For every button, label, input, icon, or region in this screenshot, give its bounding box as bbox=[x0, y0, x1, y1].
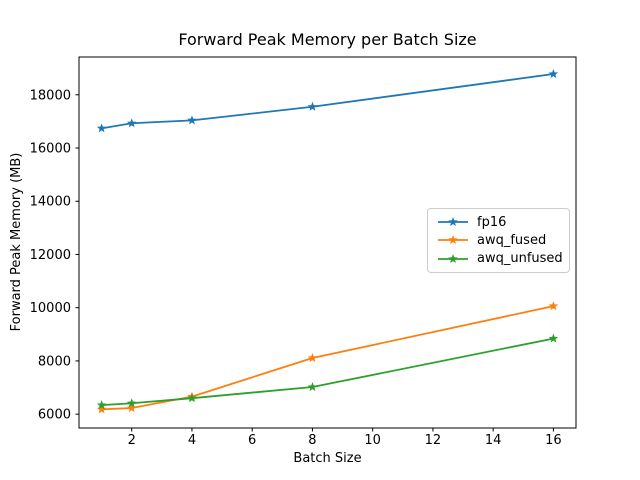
legend-entry-fp16: fp16 bbox=[436, 213, 561, 231]
series-marker-fp16 bbox=[548, 69, 559, 79]
x-tick-label: 14 bbox=[485, 433, 502, 448]
series-line-awq_fused bbox=[100, 305, 555, 411]
series-marker-fp16 bbox=[307, 101, 318, 111]
x-tick-label: 6 bbox=[248, 433, 256, 448]
y-tick-label: 10000 bbox=[30, 301, 71, 316]
series-line-awq_unfused bbox=[100, 337, 555, 407]
legend-marker-awq_unfused bbox=[448, 253, 458, 263]
y-tick-label: 6000 bbox=[38, 408, 71, 423]
legend-label-fp16: fp16 bbox=[477, 214, 507, 230]
legend-entry-awq-unfused: awq_unfused bbox=[436, 250, 563, 268]
series-marker-awq_fused bbox=[126, 403, 137, 413]
x-tick-label: 12 bbox=[425, 433, 442, 448]
series-marker-awq_unfused bbox=[126, 398, 137, 408]
series-marker-awq_fused bbox=[548, 301, 559, 311]
axes-frame bbox=[78, 56, 577, 429]
series-marker-fp16 bbox=[96, 123, 107, 133]
series-marker-awq_unfused bbox=[96, 400, 107, 410]
series-marker-awq_unfused bbox=[548, 333, 559, 343]
legend-marker-fp16 bbox=[448, 217, 458, 227]
x-axis-label: Batch Size bbox=[293, 451, 362, 466]
y-tick-label: 16000 bbox=[30, 142, 71, 157]
legend-label-awq-fused: awq_fused bbox=[477, 232, 547, 248]
series-marker-fp16 bbox=[187, 115, 197, 125]
series-line-fp16 bbox=[100, 73, 555, 130]
series-marker-fp16 bbox=[126, 118, 137, 128]
legend-entry-awq-fused: awq_fused bbox=[436, 231, 561, 249]
legend: fp16 awq_fused awq_unfused bbox=[427, 208, 570, 273]
x-tick-label: 2 bbox=[128, 433, 136, 448]
y-axis-label-text: Forward Peak Memory (MB) bbox=[9, 152, 24, 332]
legend-marker-awq_fused bbox=[448, 235, 458, 245]
legend-sample-awq-unfused bbox=[438, 253, 468, 263]
legend-sample-awq-fused bbox=[438, 235, 468, 245]
x-tick-label: 8 bbox=[308, 433, 316, 448]
legend-sample-fp16 bbox=[438, 217, 468, 227]
y-tick-label: 12000 bbox=[30, 248, 71, 263]
chart-title: Forward Peak Memory per Batch Size bbox=[178, 30, 477, 49]
x-tick-label: 16 bbox=[545, 433, 562, 448]
x-tick-label: 4 bbox=[188, 433, 196, 448]
series-marker-awq_unfused bbox=[187, 393, 197, 403]
y-tick-label: 18000 bbox=[30, 88, 71, 103]
y-tick-label: 14000 bbox=[30, 195, 71, 210]
legend-label-awq-unfused: awq_unfused bbox=[477, 251, 563, 267]
series-marker-awq_fused bbox=[307, 353, 318, 363]
y-tick-label: 8000 bbox=[38, 354, 71, 369]
x-tick-label: 10 bbox=[364, 433, 381, 448]
series-marker-awq_fused bbox=[96, 404, 107, 414]
series-marker-awq_unfused bbox=[307, 382, 318, 392]
